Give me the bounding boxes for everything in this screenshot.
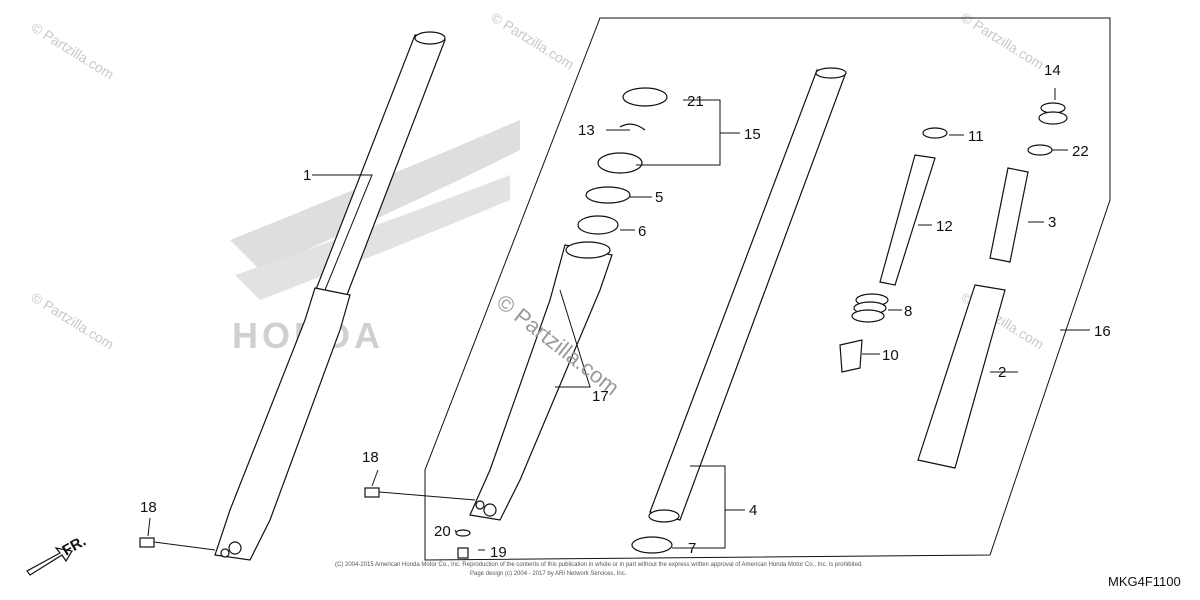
front-direction-indicator: FR. (26, 533, 89, 576)
diagram-code: MKG4F1100 (1108, 574, 1181, 589)
piston-ring (922, 127, 948, 139)
part-label-7[interactable]: 7 (688, 540, 696, 557)
arrow-icon (26, 547, 73, 576)
assembly-frame (424, 17, 1111, 561)
socket-bolt (139, 537, 155, 548)
watermark-text: © Partzilla.com (958, 9, 1046, 73)
fork-bolt (1038, 102, 1068, 125)
sealing-washer (455, 529, 471, 537)
fork-piston (879, 154, 936, 286)
part-label-10[interactable]: 10 (882, 347, 899, 364)
part-labels: 1 2 3 4 5 6 7 8 10 11 12 13 14 15 16 17 … (140, 62, 1111, 561)
part-label-16[interactable]: 16 (1094, 323, 1111, 340)
oil-lock-piece (839, 339, 863, 373)
part-label-8[interactable]: 8 (904, 303, 912, 320)
watermark-text: © Partzilla.com (28, 289, 116, 353)
part-label-18[interactable]: 18 (362, 449, 379, 466)
watermark-text: © Partzilla.com (28, 19, 116, 83)
bushing (631, 536, 673, 554)
part-label-15[interactable]: 15 (744, 126, 761, 143)
drain-bolt (457, 547, 469, 559)
part-label-19[interactable]: 19 (490, 544, 507, 561)
socket-bolt (364, 487, 380, 498)
part-label-2[interactable]: 2 (998, 364, 1006, 381)
copyright-line-2: Page design (c) 2004 - 2017 by ARI Netwo… (470, 571, 627, 577)
part-label-4[interactable]: 4 (749, 502, 757, 519)
rebound-spring (851, 293, 889, 323)
part-label-17[interactable]: 17 (592, 388, 609, 405)
dust-seal (622, 87, 668, 107)
part-label-18[interactable]: 18 (140, 499, 157, 516)
part-label-13[interactable]: 13 (578, 122, 595, 139)
part-label-3[interactable]: 3 (1048, 214, 1056, 231)
watermark-text: © Partzilla.com (488, 9, 576, 73)
fork-tube-left (214, 31, 446, 561)
part-label-20[interactable]: 20 (434, 523, 451, 540)
stopper-clip (619, 123, 646, 131)
fork-spacer (989, 167, 1029, 263)
part-label-11[interactable]: 11 (968, 128, 984, 145)
slider-bushing (577, 215, 619, 235)
inner-tube (648, 67, 847, 523)
part-label-21[interactable]: 21 (687, 93, 704, 110)
fork-spring (917, 284, 1006, 469)
part-label-14[interactable]: 14 (1044, 62, 1061, 79)
copyright-line-1: (C) 2004-2015 American Honda Motor Co., … (335, 562, 863, 568)
part-label-22[interactable]: 22 (1072, 143, 1089, 160)
part-label-12[interactable]: 12 (936, 218, 953, 235)
oil-seal (597, 152, 643, 174)
watermark-group: © Partzilla.com © Partzilla.com © Partzi… (28, 9, 1046, 353)
fork-slider (469, 241, 613, 521)
back-up-ring (585, 186, 631, 204)
part-label-5[interactable]: 5 (655, 189, 663, 206)
part-label-1[interactable]: 1 (303, 167, 311, 184)
part-label-6[interactable]: 6 (638, 223, 646, 240)
leader-lines (147, 88, 1090, 551)
o-ring (1027, 144, 1053, 156)
